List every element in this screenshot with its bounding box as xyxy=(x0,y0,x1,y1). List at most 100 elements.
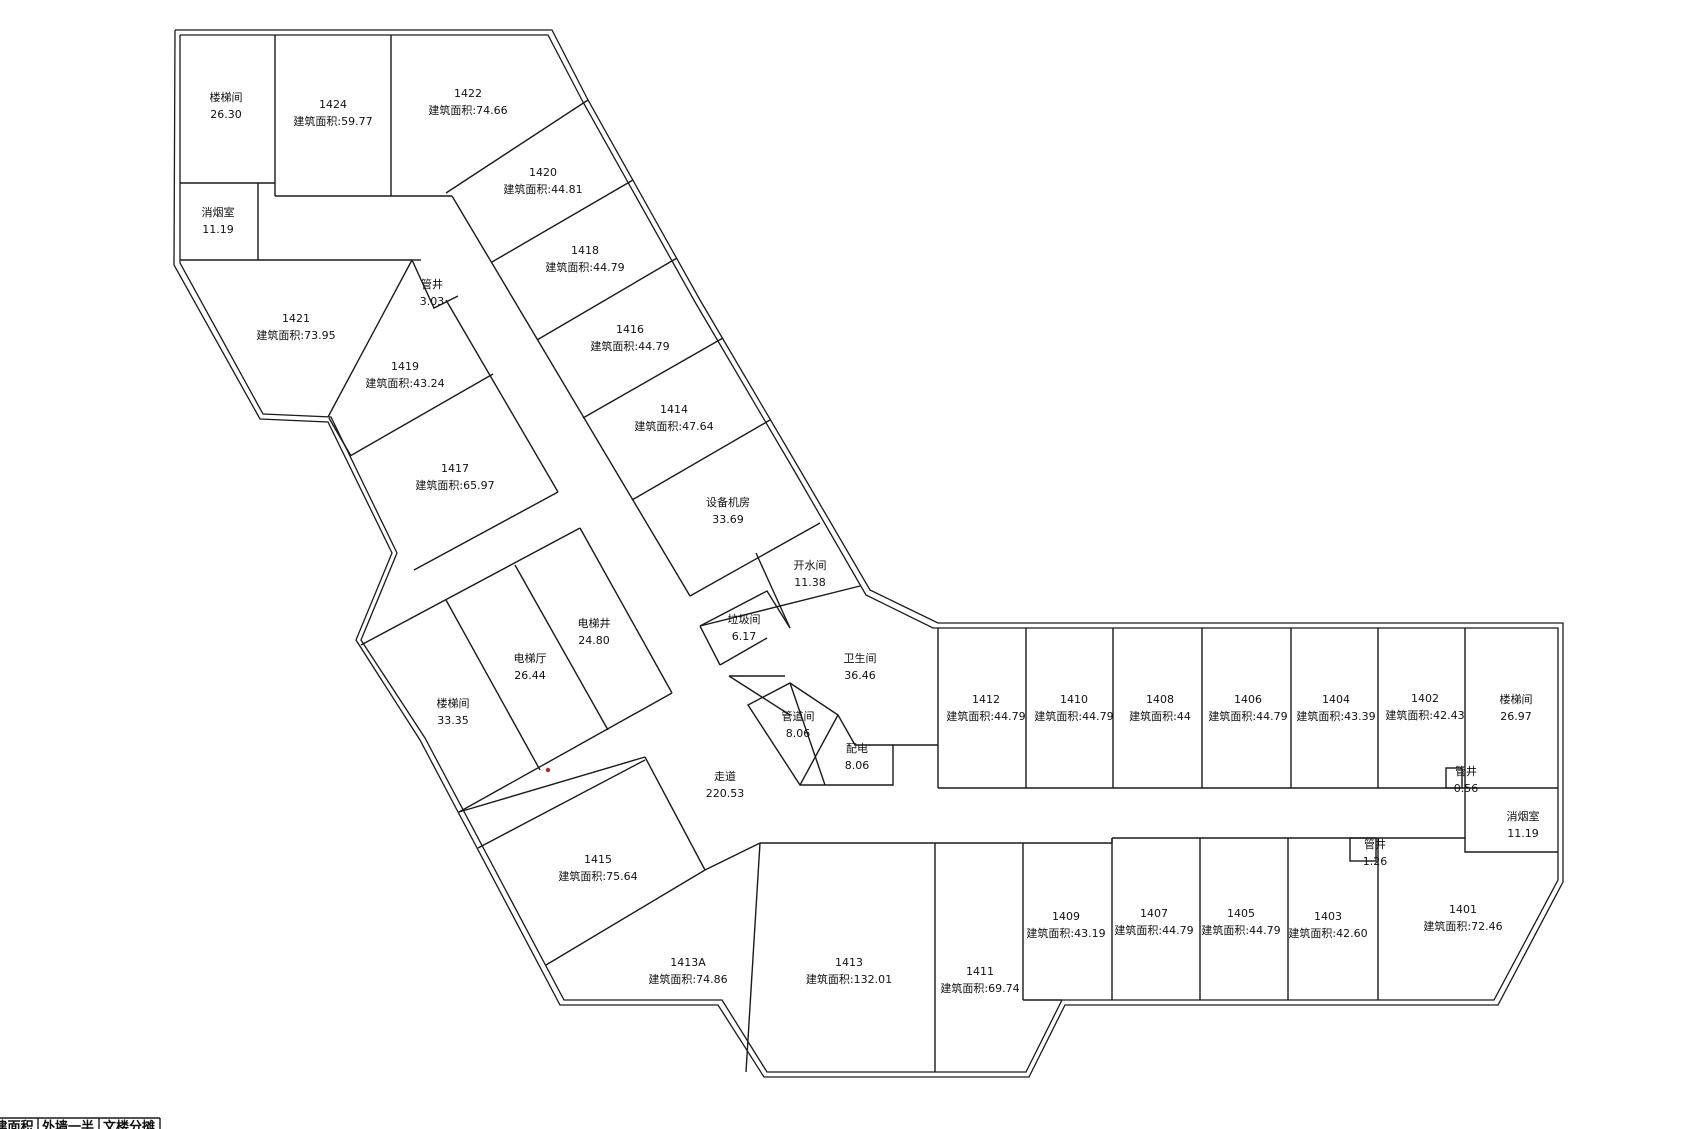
room-area: 建筑面积:44 xyxy=(1129,709,1191,723)
room-elev-hall: 电梯厅 26.44 xyxy=(514,652,547,682)
room-name: 楼梯间 xyxy=(437,696,470,710)
room-area: 1.26 xyxy=(1363,855,1388,868)
room-area: 26.44 xyxy=(514,669,546,682)
room-name: 开水间 xyxy=(794,559,827,572)
interior-walls xyxy=(180,35,1558,1073)
room-area: 11.38 xyxy=(794,576,826,589)
room-name: 1419 xyxy=(391,360,419,373)
room-1412: 1412 建筑面积:44.79 xyxy=(946,693,1025,723)
room-name: 1424 xyxy=(319,98,347,111)
room-area: 建筑面积:44.79 xyxy=(1208,709,1287,723)
room-1404: 1404 建筑面积:43.39 xyxy=(1296,693,1375,723)
room-area: 建筑面积:75.64 xyxy=(558,869,637,883)
room-pipe-3: 管井1.26 xyxy=(1363,837,1388,868)
legend-cell-2: 外墙一半 xyxy=(41,1119,94,1129)
room-area: 建筑面积:47.64 xyxy=(634,419,713,433)
room-name: 1421 xyxy=(282,312,310,325)
room-name: 1407 xyxy=(1140,907,1168,920)
room-name: 1410 xyxy=(1060,693,1088,706)
marker-dot xyxy=(545,767,551,773)
room-smoke-e: 消烟室 11.19 xyxy=(1507,809,1540,840)
room-name: 1420 xyxy=(529,166,557,179)
room-area: 建筑面积:69.74 xyxy=(940,981,1019,995)
room-pipe-1: 管井3.03 xyxy=(420,277,445,308)
room-1407: 1407 建筑面积:44.79 xyxy=(1114,907,1193,937)
room-name: 设备机房 xyxy=(706,495,750,509)
room-name: 1412 xyxy=(972,693,1000,706)
room-area: 8.06 xyxy=(786,727,811,740)
room-smoke-nw: 消烟室 11.19 xyxy=(202,205,235,236)
room-name: 1401 xyxy=(1449,903,1477,916)
room-name: 1409 xyxy=(1052,910,1080,923)
room-area: 建筑面积:43.39 xyxy=(1296,709,1375,723)
room-name: 消烟室 xyxy=(1507,809,1540,823)
building-outline xyxy=(173,29,1564,1078)
room-name: 1411 xyxy=(966,965,994,978)
room-name: 楼梯间 xyxy=(1500,692,1533,706)
room-name: 卫生间 xyxy=(844,651,877,665)
room-name: 1418 xyxy=(571,244,599,257)
room-name: 走道 xyxy=(714,769,736,783)
room-stair-mid: 楼梯间 33.35 xyxy=(437,696,470,727)
room-name: 1422 xyxy=(454,87,482,100)
room-name: 1404 xyxy=(1322,693,1350,706)
room-area: 11.19 xyxy=(202,223,234,236)
room-1418: 1418 建筑面积:44.79 xyxy=(545,244,624,274)
room-area: 220.53 xyxy=(706,787,745,800)
room-name: 配电 xyxy=(846,742,868,755)
room-name: 1403 xyxy=(1314,910,1342,923)
room-1408: 1408 建筑面积:44 xyxy=(1129,693,1191,723)
room-area: 建筑面积:74.66 xyxy=(428,103,507,117)
room-1419: 1419 建筑面积:43.24 xyxy=(365,360,444,390)
room-area: 建筑面积:43.19 xyxy=(1026,926,1105,940)
room-area: 建筑面积:74.86 xyxy=(648,972,727,986)
room-duct: 管道间 8.06 xyxy=(782,709,815,740)
room-area: 建筑面积:59.77 xyxy=(293,114,372,128)
room-name: 1408 xyxy=(1146,693,1174,706)
room-area: 建筑面积:44.79 xyxy=(1201,923,1280,937)
room-area: 36.46 xyxy=(844,669,876,682)
room-1401: 1401 建筑面积:72.46 xyxy=(1423,903,1502,933)
room-area: 建筑面积:44.81 xyxy=(503,182,582,196)
room-water: 开水间 11.38 xyxy=(794,559,827,589)
legend-cell-3: 文楼分摊 xyxy=(103,1119,155,1129)
room-1411: 1411 建筑面积:69.74 xyxy=(940,965,1019,995)
room-area: 建筑面积:44.79 xyxy=(1114,923,1193,937)
room-area: 26.97 xyxy=(1500,710,1532,723)
room-area: 8.06 xyxy=(845,759,870,772)
room-name: 1416 xyxy=(616,323,644,336)
room-area: 建筑面积:72.46 xyxy=(1423,919,1502,933)
room-area: 建筑面积:44.79 xyxy=(946,709,1025,723)
room-name: 楼梯间 xyxy=(210,90,243,104)
room-name: 管道间 xyxy=(782,709,815,723)
room-name: 消烟室 xyxy=(202,205,235,219)
room-area: 33.35 xyxy=(437,714,469,727)
room-name: 1413 xyxy=(835,956,863,969)
room-area: 11.19 xyxy=(1507,827,1539,840)
room-power: 配电 8.06 xyxy=(845,742,870,772)
room-pipe-2: 管井 0.56 xyxy=(1454,764,1479,795)
room-name: 1406 xyxy=(1234,693,1262,706)
room-area: 建筑面积:44.79 xyxy=(545,260,624,274)
room-name: 电梯厅 xyxy=(514,652,547,665)
room-stair-e: 楼梯间 26.97 xyxy=(1500,692,1533,723)
room-area: 0.56 xyxy=(1454,782,1479,795)
room-name: 管井 xyxy=(1455,764,1477,778)
legend-cell-1: 建面积 xyxy=(0,1119,34,1129)
room-1420: 1420 建筑面积:44.81 xyxy=(503,166,582,196)
room-1414: 1414 建筑面积:47.64 xyxy=(634,403,713,433)
room-name: 1414 xyxy=(660,403,688,416)
room-area: 26.30 xyxy=(210,108,242,121)
room-area: 建筑面积:43.24 xyxy=(365,376,444,390)
room-1406: 1406 建筑面积:44.79 xyxy=(1208,693,1287,723)
